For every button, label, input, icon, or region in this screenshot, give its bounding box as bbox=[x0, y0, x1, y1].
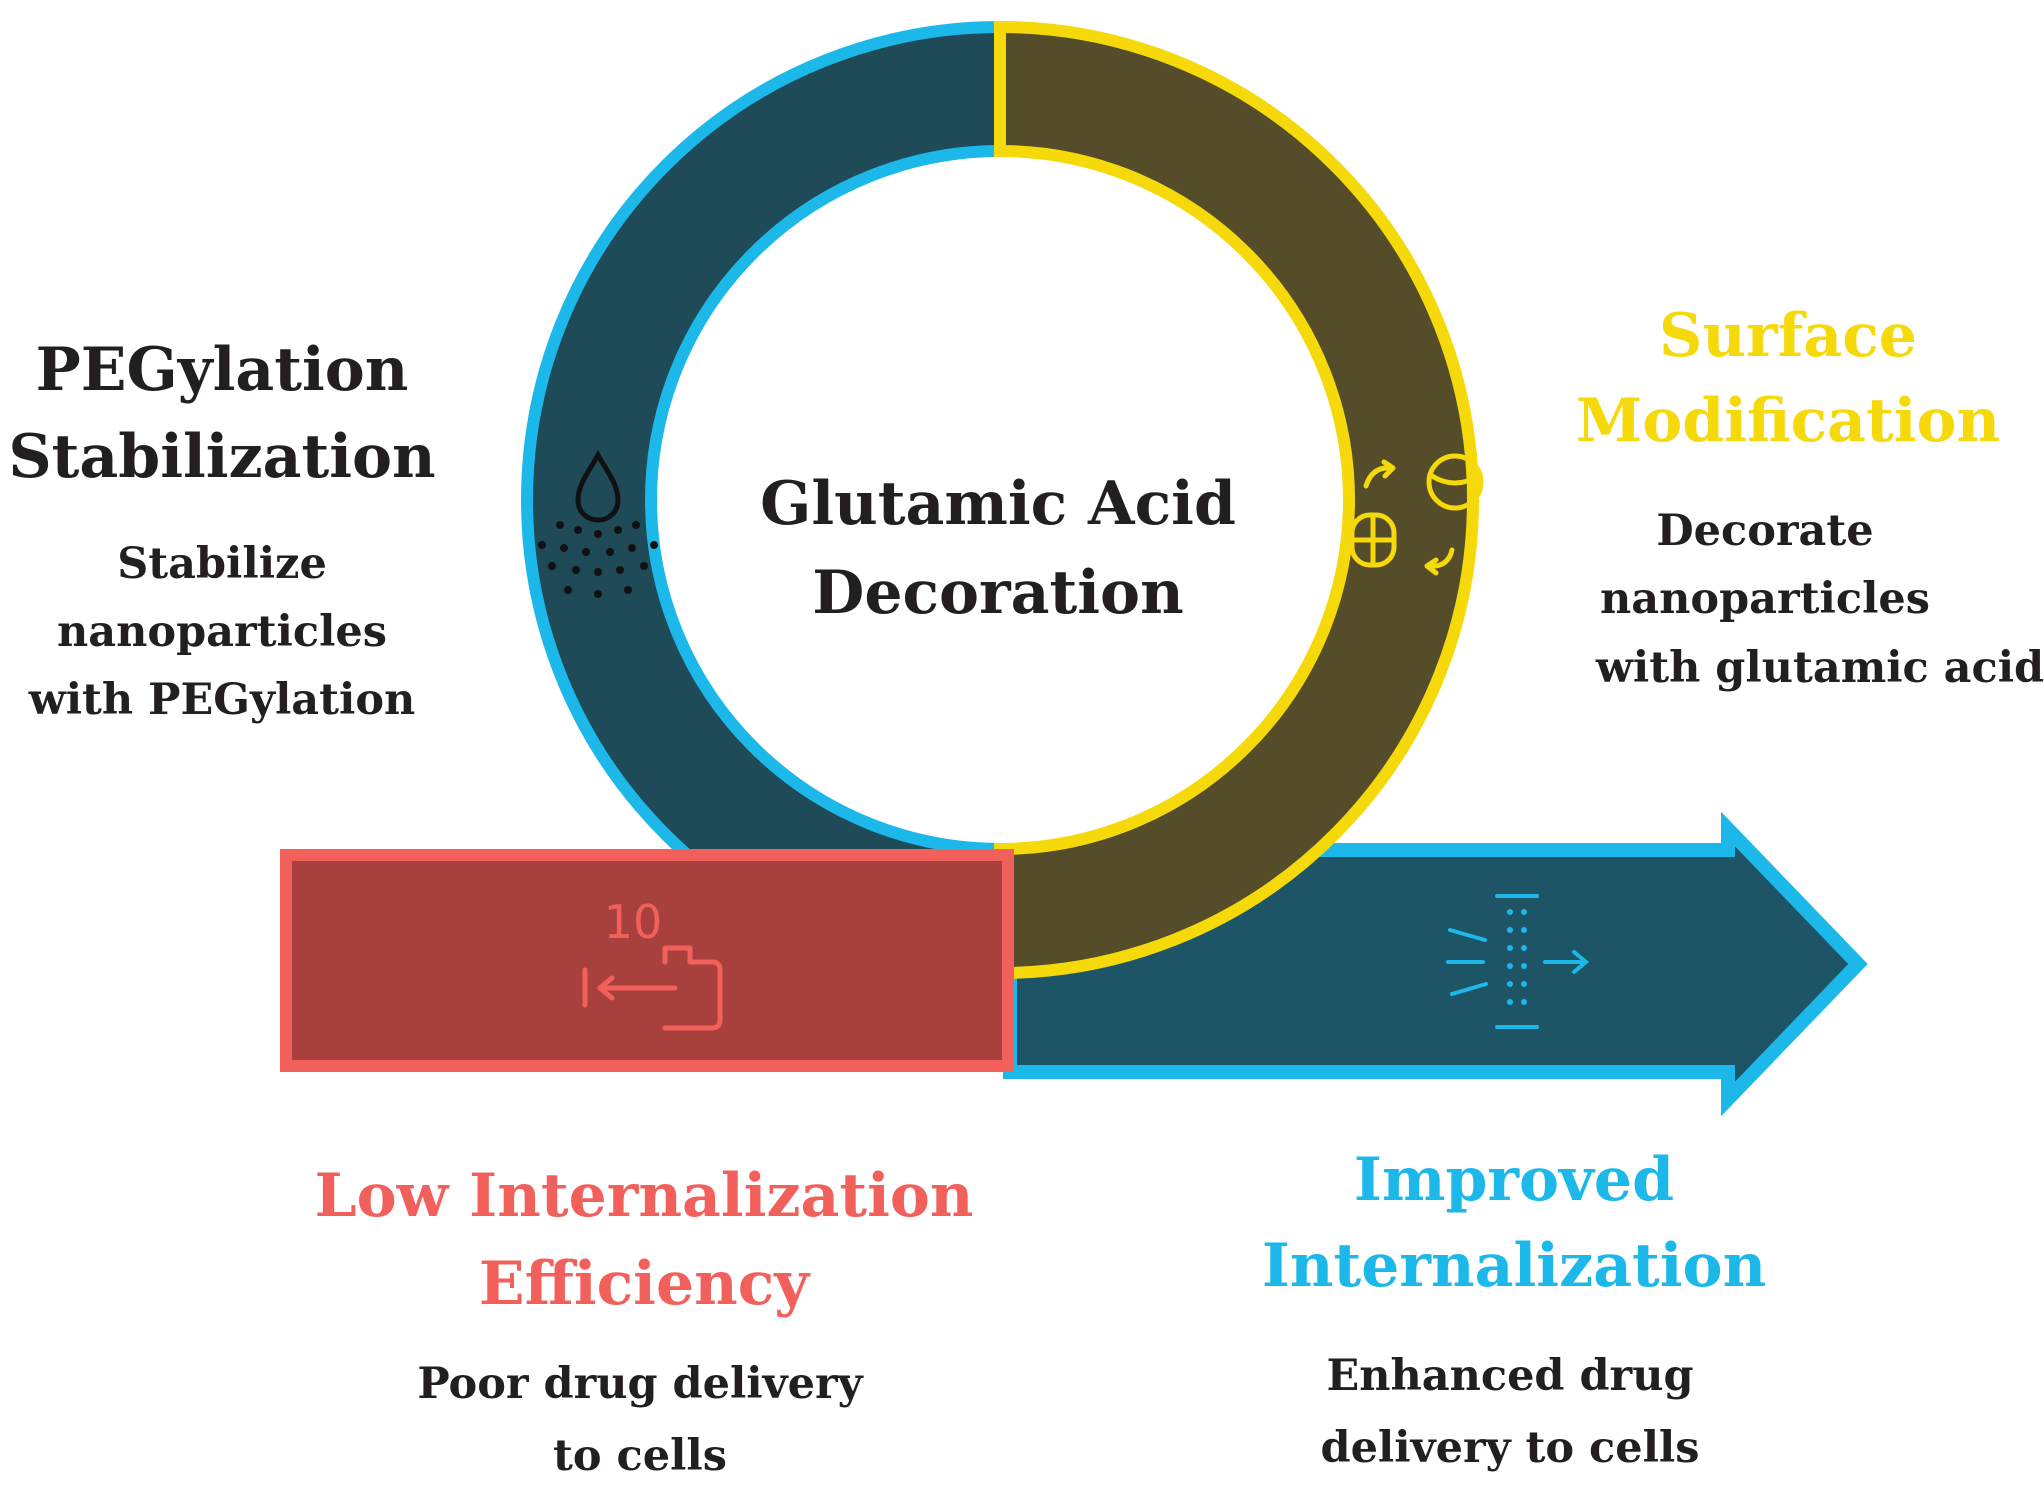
surface-desc-line2: nanoparticles bbox=[1600, 574, 1930, 624]
improved-title-line1: Improved bbox=[1354, 1145, 1674, 1215]
low-title-line1: Low Internalization bbox=[314, 1161, 973, 1231]
low-desc-line2: to cells bbox=[553, 1431, 727, 1481]
low-desc-line1: Poor drug delivery bbox=[417, 1359, 864, 1409]
low-title-line2: Efficiency bbox=[479, 1249, 811, 1319]
improved-title-line2: Internalization bbox=[1262, 1231, 1766, 1301]
pegylation-title-line2: Stabilization bbox=[8, 422, 435, 492]
membrane-passage-icon bbox=[1446, 894, 1590, 1029]
surface-title-line1: Surface bbox=[1659, 301, 1917, 371]
pegylation-desc-line1: Stabilize bbox=[117, 539, 327, 589]
improved-desc-line1: Enhanced drug bbox=[1326, 1351, 1693, 1401]
surface-desc-line3: with glutamic acid bbox=[1595, 643, 2044, 693]
container-arrow-icon: 10 bbox=[582, 895, 723, 1031]
svg-text:10: 10 bbox=[604, 895, 663, 949]
center-label-line1: Glutamic Acid bbox=[760, 469, 1236, 539]
pegylation-desc-line2: nanoparticles bbox=[57, 607, 387, 657]
pegylation-desc-line3: with PEGylation bbox=[28, 675, 416, 725]
pegylation-title-line1: PEGylation bbox=[36, 335, 409, 405]
droplet-spray-icon bbox=[538, 449, 658, 598]
center-label-line2: Decoration bbox=[812, 558, 1183, 628]
low-internalization-box bbox=[280, 849, 1014, 1072]
surface-title-line2: Modification bbox=[1576, 386, 2000, 456]
particle-exchange-icon bbox=[1349, 453, 1484, 576]
improved-desc-line2: delivery to cells bbox=[1321, 1423, 1700, 1473]
ring-right-segment bbox=[994, 20, 1479, 980]
surface-desc-line1: Decorate bbox=[1656, 506, 1873, 556]
